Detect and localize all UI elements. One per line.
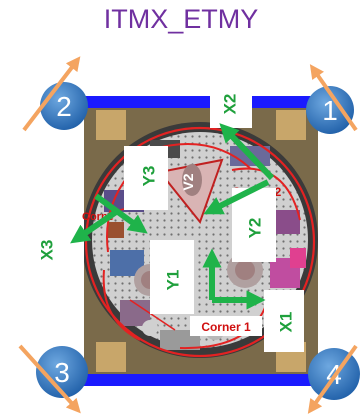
corner-badge-3: 3 — [36, 346, 88, 398]
y2-label: Y2 — [245, 218, 264, 239]
arrow-corner-2 — [22, 56, 81, 132]
y1-label: Y1 — [163, 270, 182, 291]
arrow-y3 — [94, 193, 148, 234]
corner-badge-1: 1 — [306, 86, 354, 134]
corner-number-3: 3 — [54, 357, 70, 388]
corner-1-tag: Corner 1 — [190, 316, 262, 336]
orange-arrows — [18, 56, 358, 414]
corner-number-1: 1 — [322, 95, 338, 126]
panel-x2: X2 — [210, 80, 252, 128]
x1-label: X1 — [276, 312, 295, 333]
arrow-corner-3 — [18, 344, 81, 414]
arrow-x3 — [70, 209, 118, 244]
green-arrows — [70, 123, 275, 310]
arrow-corner-1 — [309, 64, 358, 132]
corner-number-2: 2 — [56, 91, 72, 122]
x2-label: X2 — [220, 94, 239, 115]
arrow-x2 — [219, 123, 275, 181]
y3-label: Y3 — [139, 166, 158, 187]
corner-1-label: Corner 1 — [201, 320, 251, 334]
arrow-corner-4 — [307, 344, 358, 414]
panel-x1: X1 — [264, 290, 304, 352]
v2-label: V2 — [180, 173, 196, 190]
x3-label: X3 — [37, 240, 56, 261]
arrow-y2 — [203, 179, 270, 215]
diagram-title: ITMX_ETMY — [103, 4, 259, 34]
corner-badge-2: 2 — [40, 82, 88, 130]
panel-y1: Y1 — [150, 240, 194, 314]
panel-x3: X3 — [30, 216, 70, 286]
panel-y3: Y3 — [124, 146, 168, 210]
panel-y2: Y2 — [232, 188, 276, 262]
